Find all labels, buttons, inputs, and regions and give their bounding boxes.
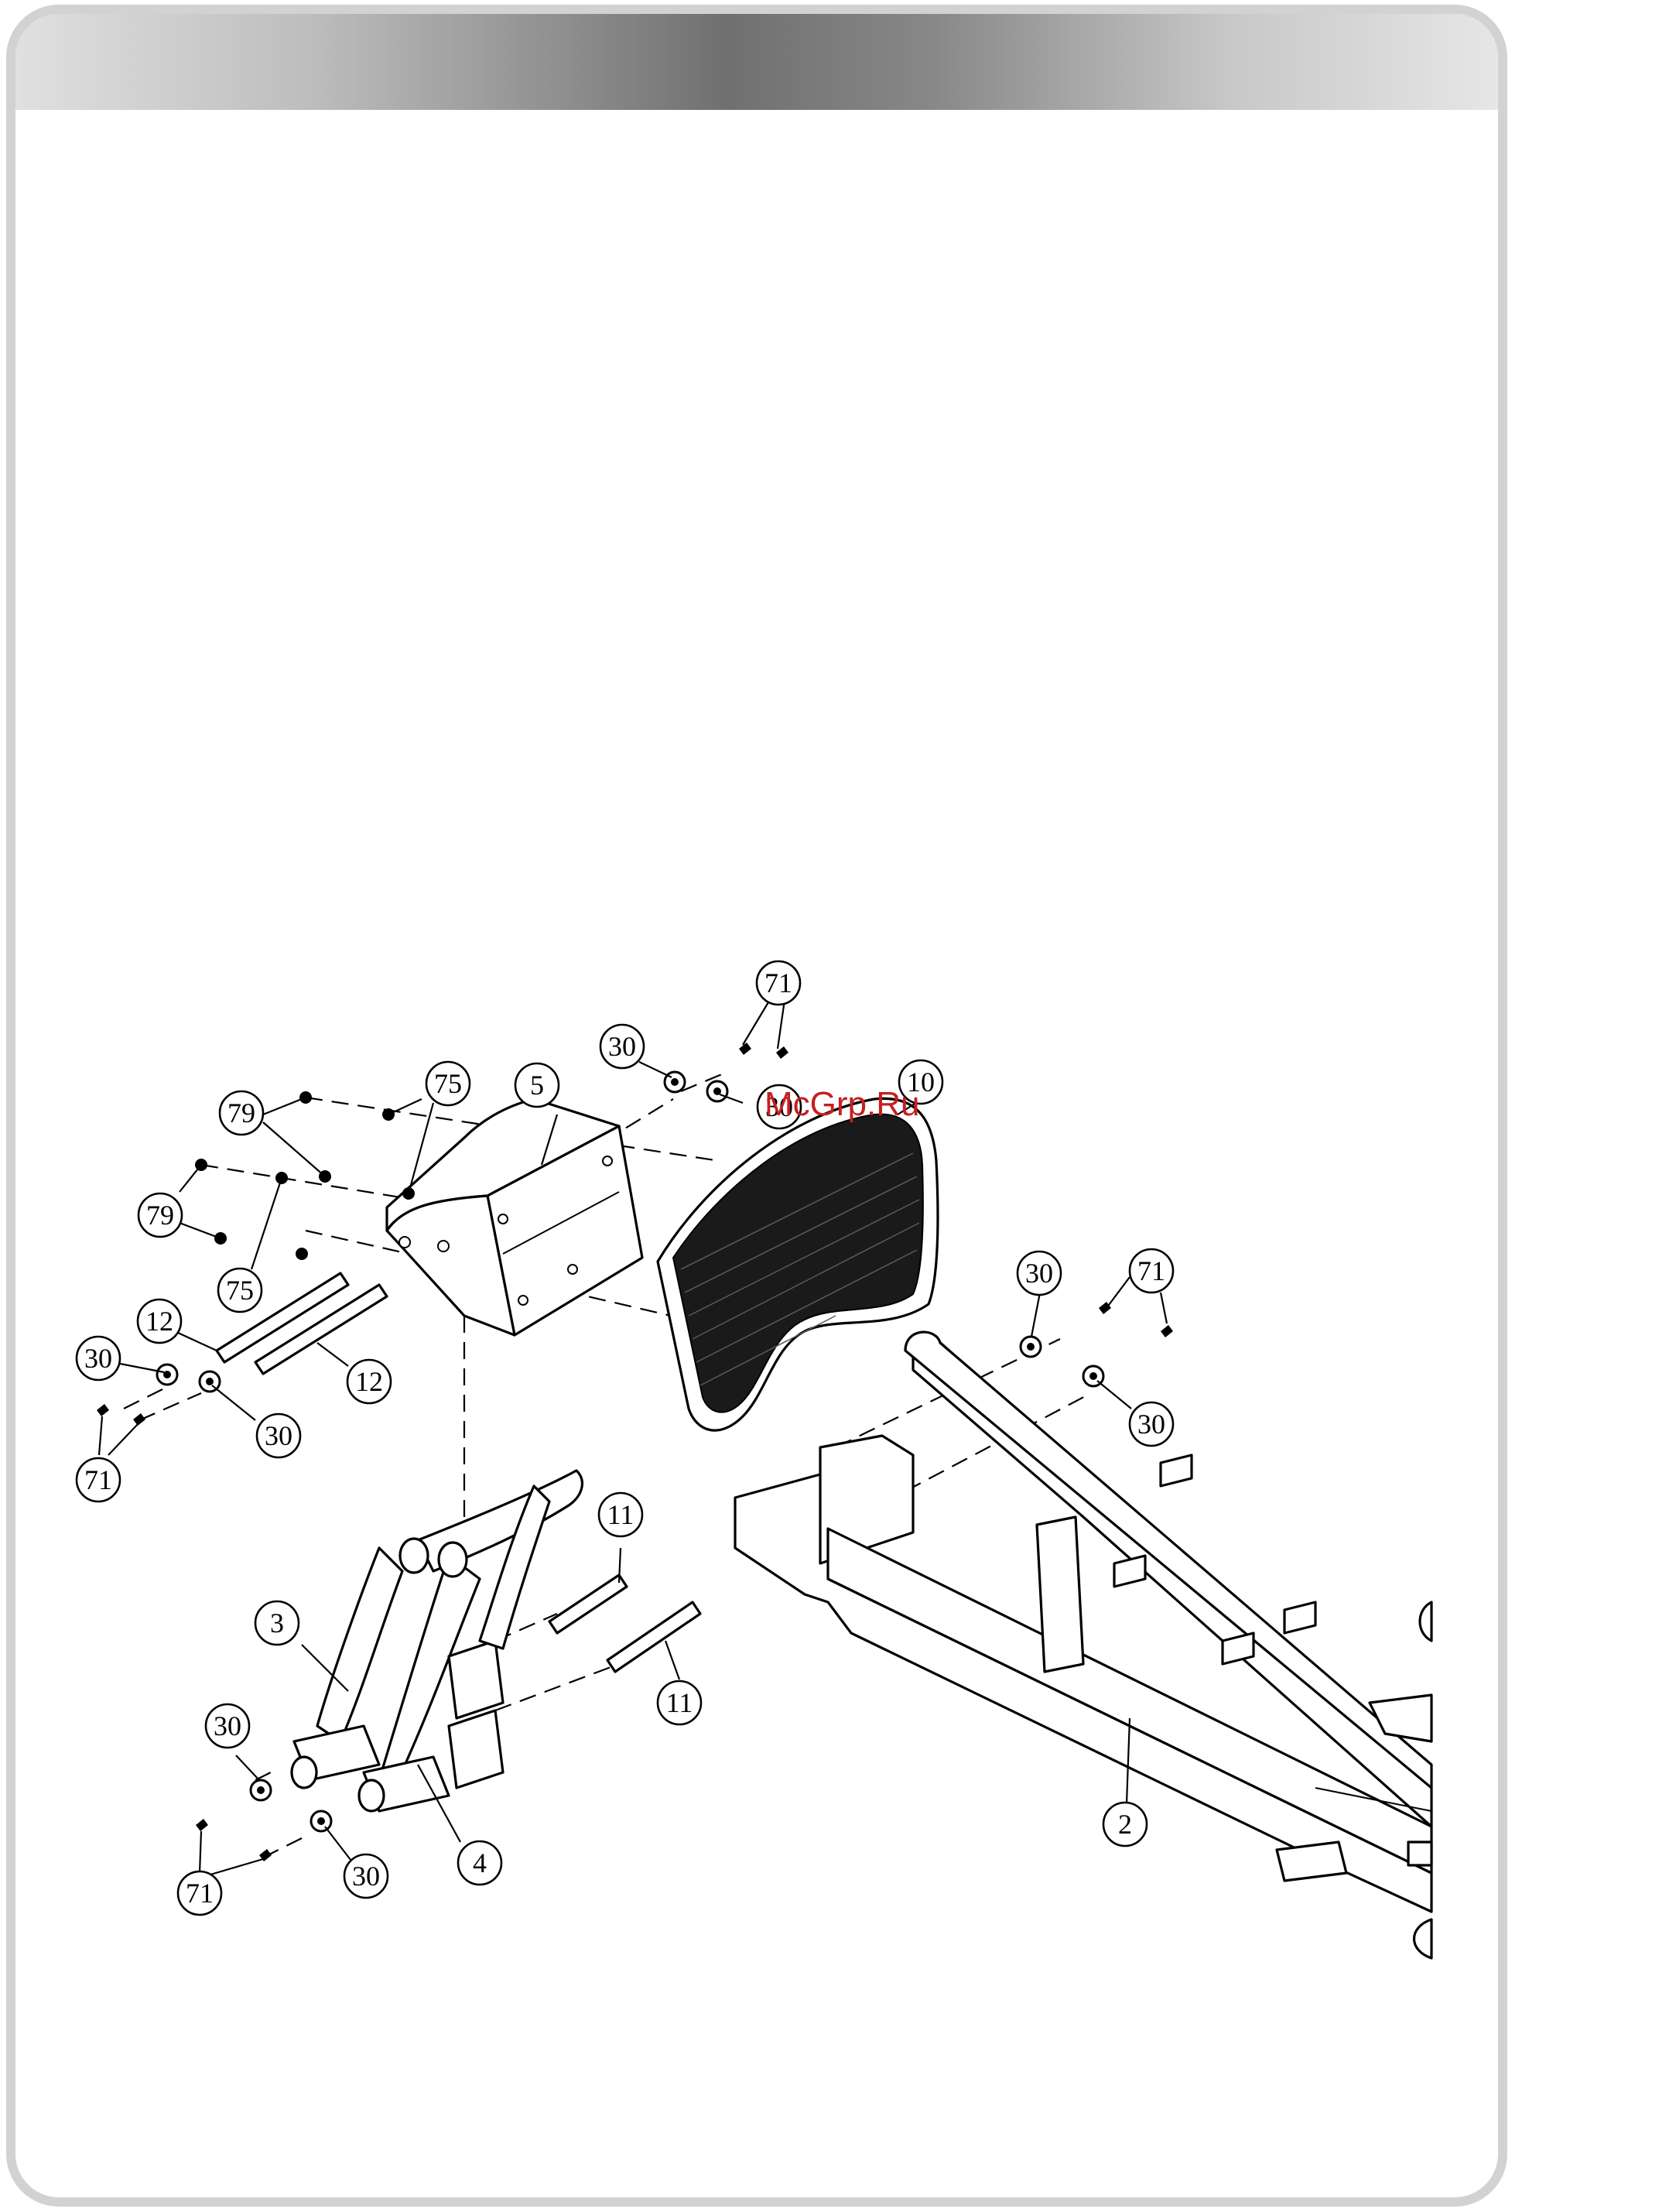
callout-label: 12: [145, 1306, 173, 1337]
callout-12-left: 12: [138, 1299, 181, 1343]
callout-label: 71: [1137, 1255, 1165, 1286]
callout-71-left: 71: [77, 1458, 120, 1501]
callout-30-arm-lower: 30: [344, 1854, 388, 1898]
callout-12-right: 12: [347, 1360, 391, 1403]
callout-label: 71: [764, 967, 792, 998]
main-frame-part-2: [735, 1332, 1431, 1958]
callout-label: 30: [214, 1710, 241, 1741]
foot-plate-part-10: [658, 1098, 938, 1430]
callout-label: 30: [352, 1861, 380, 1892]
callout-5: 5: [515, 1063, 559, 1107]
callout-label: 30: [608, 1031, 636, 1062]
callout-71-arm: 71: [178, 1871, 221, 1915]
callout-30-right-upper: 30: [1018, 1252, 1061, 1295]
callout-11-upper: 11: [599, 1493, 642, 1536]
callout-75-top: 75: [426, 1062, 470, 1105]
callout-label: 5: [530, 1070, 544, 1101]
callout-label: 2: [1118, 1809, 1132, 1840]
callout-11-lower: 11: [658, 1681, 701, 1724]
callout-71-top: 71: [757, 961, 800, 1005]
callout-75-lower: 75: [218, 1269, 262, 1312]
callout-label: 11: [666, 1687, 693, 1718]
callout-71-right: 71: [1130, 1249, 1173, 1293]
callout-label: 4: [473, 1847, 487, 1878]
callout-label: 71: [84, 1464, 112, 1495]
callout-3: 3: [255, 1601, 299, 1645]
callout-2: 2: [1103, 1803, 1147, 1846]
callout-30-arm-upper: 30: [206, 1704, 249, 1748]
callout-79-lower: 79: [139, 1193, 182, 1237]
callout-label: 12: [355, 1366, 383, 1397]
callout-label: 79: [146, 1200, 174, 1231]
callout-label: 75: [434, 1068, 462, 1099]
callout-30-top-left: 30: [600, 1025, 644, 1068]
callout-label: 75: [226, 1275, 254, 1306]
pivot-arm-parts-3-4: [292, 1471, 582, 1811]
callout-label: 11: [607, 1499, 634, 1530]
callout-label: 30: [1025, 1258, 1053, 1289]
callout-label: 3: [270, 1608, 284, 1638]
callout-30-left-upper: 30: [77, 1337, 120, 1380]
watermark: McGrp.Ru: [764, 1085, 919, 1124]
callout-label: 30: [265, 1420, 292, 1451]
callout-label: 79: [227, 1097, 255, 1128]
callout-30-left-lower: 30: [257, 1414, 300, 1457]
callout-30-right-lower: 30: [1130, 1402, 1173, 1446]
callout-79-upper: 79: [220, 1091, 263, 1135]
callout-label: 30: [1137, 1409, 1165, 1440]
callout-4: 4: [458, 1841, 501, 1885]
callout-label: 71: [186, 1878, 214, 1909]
callout-label: 30: [84, 1343, 112, 1374]
